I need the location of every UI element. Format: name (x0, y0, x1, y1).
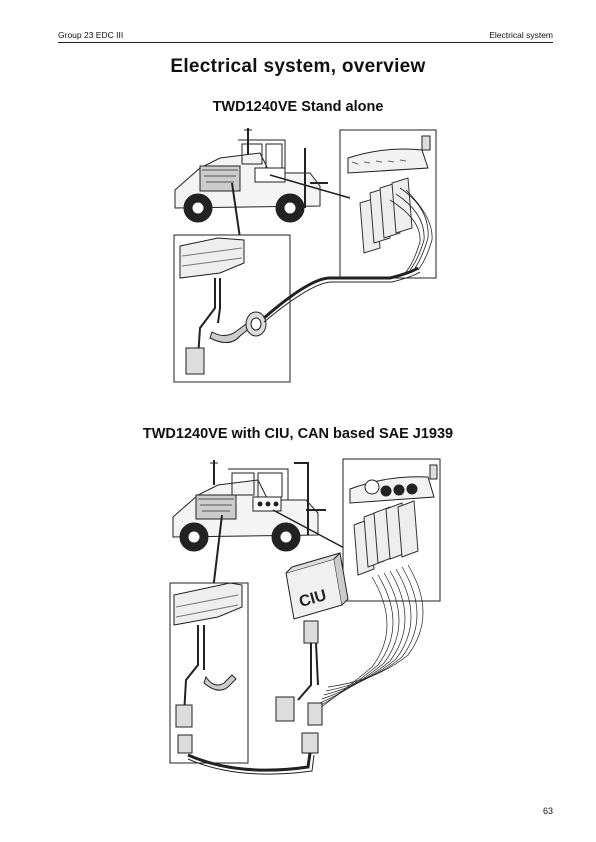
running-header-left: Group 23 EDC III (58, 30, 124, 40)
vehicle-drawing (172, 460, 349, 591)
vehicle-drawing (174, 128, 328, 239)
ciu-module: CIU (285, 551, 349, 701)
engine-connector-inset (173, 234, 291, 383)
engine-connector-inset (169, 582, 249, 764)
figure-1-heading: TWD1240VE Stand alone (212, 99, 384, 115)
running-header-right: Electrical system (489, 30, 553, 40)
dashboard-inset (269, 129, 437, 279)
page-number: 63 (542, 806, 553, 816)
figure-1-illustration (173, 128, 437, 383)
figure-2-heading: TWD1240VE with CIU, CAN based SAE J1939 (142, 426, 454, 442)
header-rule (58, 42, 553, 43)
figure-2-illustration: CIU (169, 458, 441, 775)
dashboard-inset (342, 458, 441, 602)
page-title: Electrical system, overview (170, 56, 426, 77)
harness-bundle (315, 564, 424, 712)
ciu-label: CIU (297, 587, 328, 611)
